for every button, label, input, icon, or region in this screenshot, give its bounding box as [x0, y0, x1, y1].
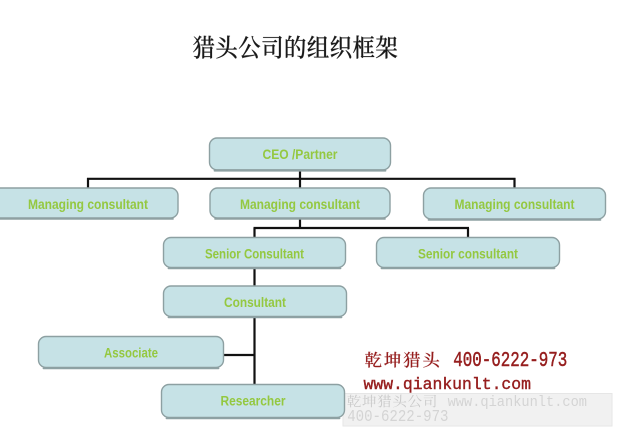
svg-text:400-6222-973: 400-6222-973 [453, 350, 567, 373]
svg-text:Senior Consultant: Senior Consultant [205, 247, 304, 262]
svg-text:Associate: Associate [104, 346, 158, 361]
svg-text:Managing consultant: Managing consultant [240, 197, 360, 212]
svg-text:CEO /Partner: CEO /Partner [263, 147, 339, 162]
svg-text:Consultant: Consultant [224, 295, 286, 310]
svg-text:www.qiankunlt.com: www.qiankunlt.com [448, 394, 587, 411]
svg-text:Senior consultant: Senior consultant [418, 247, 518, 262]
svg-text:400-6222-973: 400-6222-973 [347, 408, 448, 427]
svg-text:Managing consultant: Managing consultant [455, 197, 575, 212]
svg-text:Researcher: Researcher [221, 394, 287, 409]
svg-text:www.qiankunlt.com: www.qiankunlt.com [364, 376, 532, 395]
svg-text:Managing consultant: Managing consultant [28, 197, 148, 212]
